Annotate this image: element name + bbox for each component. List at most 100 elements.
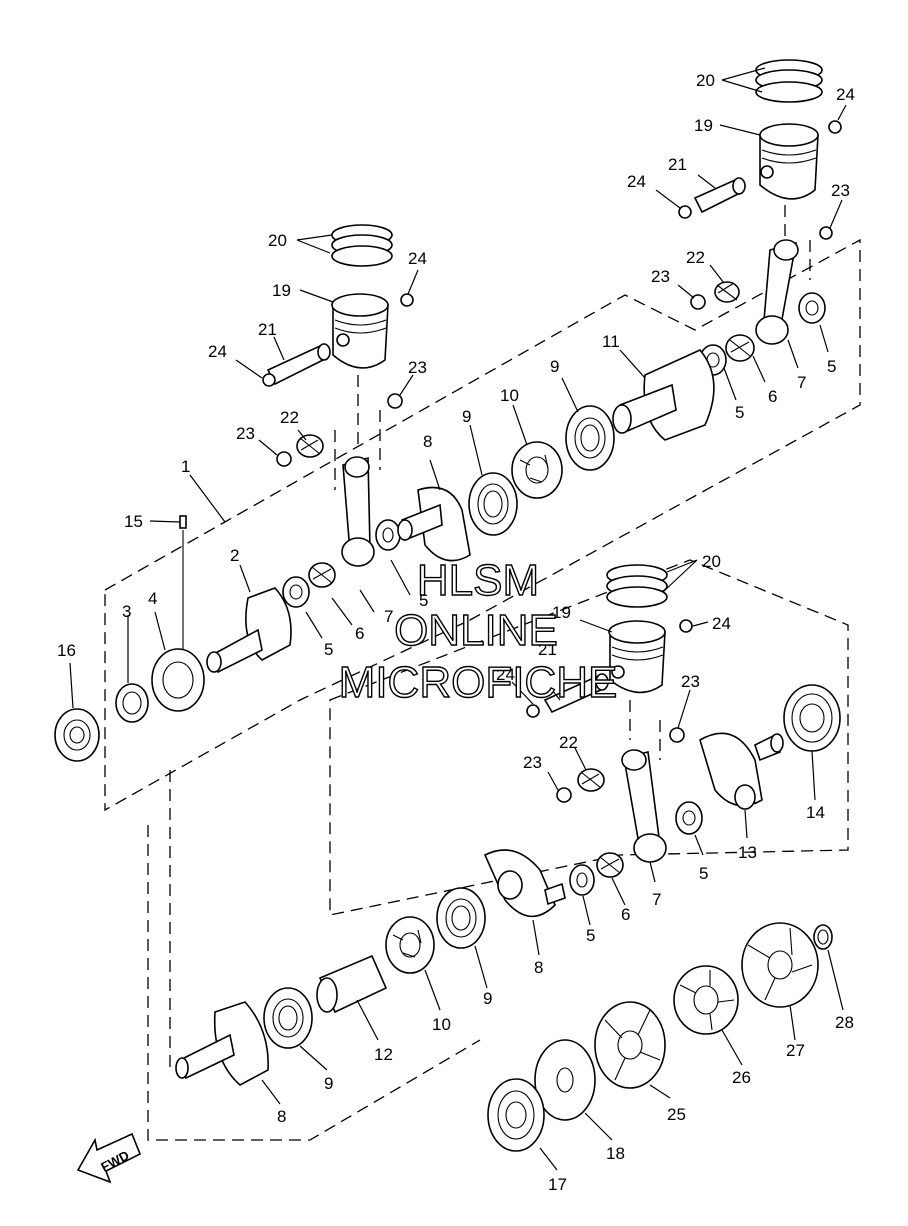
callout-3: 3 <box>122 602 131 621</box>
callout-5: 5 <box>699 864 708 883</box>
callout-2: 2 <box>230 546 239 565</box>
callout-18: 18 <box>606 1144 625 1163</box>
leader-lines <box>69 67 847 1171</box>
callout-19: 19 <box>272 281 291 300</box>
needle-bearing-upper-6 <box>308 562 336 588</box>
callout-23: 23 <box>651 267 670 286</box>
callout-24: 24 <box>712 614 731 633</box>
thrust-washer-lower <box>675 801 703 835</box>
needle-bearing-lower <box>577 768 605 792</box>
callout-20: 20 <box>702 552 721 571</box>
callout-1: 1 <box>181 457 190 476</box>
crank-web-13 <box>699 732 784 810</box>
coupling-27 <box>741 922 819 1008</box>
piston-pin-upper <box>266 343 331 386</box>
oil-seal-16 <box>54 708 100 762</box>
watermark-line-2: ONLINE <box>394 606 558 655</box>
callout-8: 8 <box>534 958 543 977</box>
callout-20: 20 <box>696 71 715 90</box>
callout-24: 24 <box>496 665 515 684</box>
callout-23: 23 <box>523 753 542 772</box>
crank-web-8-middle <box>483 849 566 918</box>
labyrinth-seal-10-upper <box>511 441 563 499</box>
washer-lower-a <box>669 727 685 743</box>
piston-ring-set-upper <box>331 224 393 267</box>
callout-5: 5 <box>827 357 836 376</box>
thrust-washer-top-right <box>798 292 826 324</box>
thrust-washer-lower-5 <box>569 864 595 896</box>
piston-pin-lower <box>543 673 609 714</box>
callout-7: 7 <box>652 890 661 909</box>
connecting-rod-lower <box>621 749 667 863</box>
callout-9: 9 <box>550 357 559 376</box>
callout-10: 10 <box>432 1015 451 1034</box>
oil-seal-14 <box>783 684 841 752</box>
watermark-line-3: MICROFICHE <box>339 658 618 707</box>
crank-web-8-lower <box>175 1001 269 1086</box>
ring-3 <box>115 683 149 723</box>
callout-14: 14 <box>806 803 825 822</box>
circlip-lower-a <box>679 619 693 633</box>
callout-numbers: 20 24 19 21 24 23 22 23 11 9 10 9 5 6 7 … <box>57 71 855 1194</box>
watermark-line-1: HLSM <box>417 556 539 605</box>
bearing-4 <box>151 648 205 712</box>
callout-21: 21 <box>258 320 277 339</box>
callout-28: 28 <box>835 1013 854 1032</box>
callout-24: 24 <box>836 85 855 104</box>
washer-upper-b <box>276 451 292 467</box>
crank-web-11 <box>612 349 715 441</box>
callout-19: 19 <box>552 603 571 622</box>
thrust-washer-upper <box>375 519 401 551</box>
labyrinth-seal-10-lower <box>385 916 435 974</box>
callout-24: 24 <box>627 172 646 191</box>
callout-22: 22 <box>686 248 705 267</box>
fwd-direction-arrow: FWD <box>76 1132 142 1184</box>
callout-17: 17 <box>548 1175 567 1194</box>
callout-11: 11 <box>602 332 620 351</box>
callout-15: 15 <box>124 512 143 531</box>
callout-9: 9 <box>324 1074 333 1093</box>
damper-26 <box>673 965 739 1035</box>
assembly-boundaries <box>104 205 861 1141</box>
crank-web-2 <box>206 587 292 674</box>
callout-5: 5 <box>735 403 744 422</box>
piston-ring-set-top-right <box>755 59 823 103</box>
bearing-9-upper-left <box>468 472 518 536</box>
watermark: HLSM ONLINE MICROFICHE <box>338 555 618 707</box>
circlip-top-right-a <box>828 120 842 134</box>
callout-21: 21 <box>538 640 557 659</box>
callout-24: 24 <box>408 249 427 268</box>
callout-6: 6 <box>621 905 630 924</box>
callout-23: 23 <box>408 358 427 377</box>
callout-6: 6 <box>768 387 777 406</box>
circlip-upper-a <box>400 293 414 307</box>
callout-9: 9 <box>462 407 471 426</box>
pin-15 <box>179 515 187 650</box>
callout-20: 20 <box>268 231 287 250</box>
callout-10: 10 <box>500 386 519 405</box>
circlip-lower-b <box>526 704 540 718</box>
connecting-rod-top-right <box>755 239 799 345</box>
spacer-18 <box>534 1039 596 1121</box>
callout-26: 26 <box>732 1068 751 1087</box>
callout-12: 12 <box>374 1045 393 1064</box>
callout-7: 7 <box>384 607 393 626</box>
piston-lower <box>608 620 666 694</box>
crank-web-8-upper <box>397 486 471 562</box>
washer-lower-b <box>556 787 572 803</box>
callout-22: 22 <box>280 408 299 427</box>
callout-21: 21 <box>668 155 687 174</box>
callout-5: 5 <box>586 926 595 945</box>
callout-27: 27 <box>786 1041 805 1060</box>
thrust-washer-upper-5 <box>282 576 310 608</box>
needle-bearing-upper <box>296 434 324 458</box>
washer-upper-a <box>387 393 403 409</box>
washer-top-right-b <box>690 294 706 310</box>
coupling-25 <box>594 1001 666 1089</box>
bearing-9-lower-right <box>436 887 486 949</box>
needle-bearing-lower-6 <box>596 852 624 878</box>
connecting-rod-upper <box>341 456 375 567</box>
bearing-9-upper-right <box>565 405 615 471</box>
callout-8: 8 <box>423 432 432 451</box>
